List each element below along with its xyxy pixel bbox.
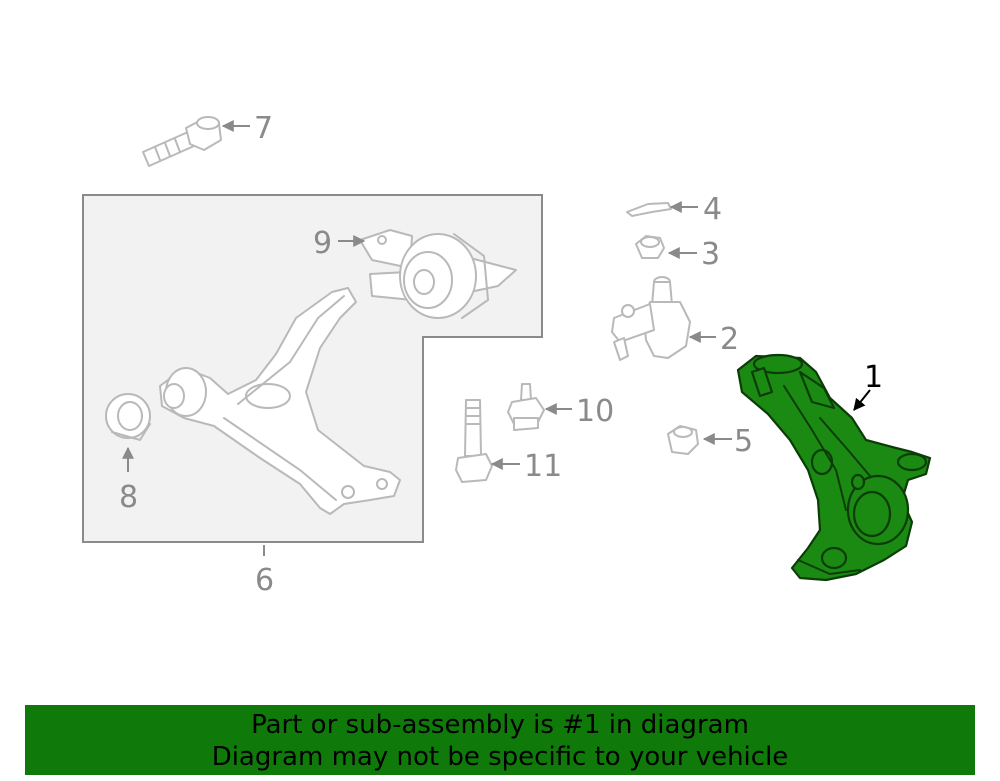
callout-6: 6 xyxy=(255,563,274,598)
info-banner: Part or sub-assembly is #1 in diagram Di… xyxy=(25,705,975,775)
part-11-long-bolt[interactable] xyxy=(455,399,520,483)
callout-7: 7 xyxy=(254,111,273,146)
part-2-ball-joint[interactable] xyxy=(611,276,716,361)
part-10-flange-bolt[interactable] xyxy=(507,383,572,431)
callout-3: 3 xyxy=(701,237,720,272)
callout-5: 5 xyxy=(734,424,753,459)
callout-2: 2 xyxy=(720,322,739,357)
part-3-nut[interactable] xyxy=(635,235,697,259)
part-7-bolt[interactable] xyxy=(142,116,250,167)
banner-line-2: Diagram may not be specific to your vehi… xyxy=(211,742,789,772)
callout-11: 11 xyxy=(524,449,562,484)
part-6-control-arm[interactable] xyxy=(159,287,401,556)
callout-4: 4 xyxy=(703,192,722,227)
banner-line-1: Part or sub-assembly is #1 in diagram xyxy=(251,710,749,740)
part-1-steering-knuckle[interactable] xyxy=(736,353,932,582)
callout-8: 8 xyxy=(119,480,138,515)
part-9-bushing[interactable] xyxy=(338,229,517,319)
callout-10: 10 xyxy=(576,394,614,429)
part-4-clip[interactable] xyxy=(626,201,698,217)
callout-9: 9 xyxy=(313,226,332,261)
callout-1: 1 xyxy=(864,360,883,395)
part-5-nut[interactable] xyxy=(667,425,732,455)
part-8-bushing-ring[interactable] xyxy=(105,393,151,472)
